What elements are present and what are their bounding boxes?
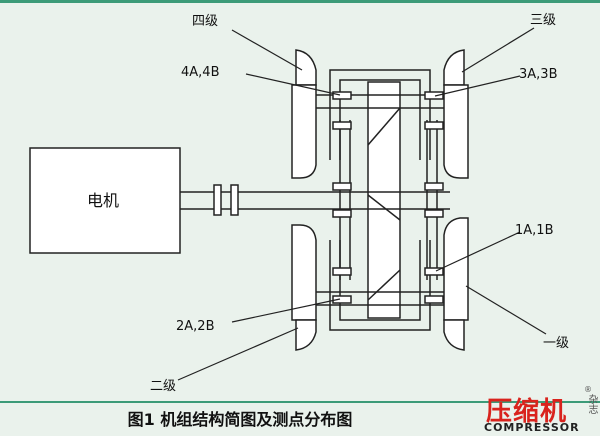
motor-body (29, 147, 181, 254)
bearing-4 (332, 91, 352, 100)
leader-stage4 (231, 29, 303, 71)
volute-stage4 (295, 49, 317, 86)
volute-stage1 (443, 319, 465, 351)
volute-stage2-body (291, 224, 317, 321)
bull-gear-helix-1 (367, 107, 401, 146)
leader-points-1 (435, 231, 521, 272)
leader-points-2 (231, 298, 341, 323)
label-points-3: 3A,3B (519, 67, 558, 82)
leader-stage3 (461, 27, 535, 73)
top-rule (0, 0, 600, 3)
volute-stage1-body (443, 217, 469, 321)
bearing-1 (424, 267, 444, 276)
unit-structure-diagram: 四级 4A,4B 三级 3A,3B 1A,1B 2A,2B 一级 二级 电机 (29, 13, 569, 394)
label-points-2: 2A,2B (176, 319, 215, 334)
bull-gear-helix-3 (367, 269, 401, 301)
bearing-mid-left-1 (332, 182, 352, 191)
gearbox-casing-outer (329, 69, 431, 331)
bearing-3 (424, 91, 444, 100)
label-stage1: 一级 (543, 336, 569, 351)
bearing-2 (332, 295, 352, 304)
volute-stage3 (443, 49, 465, 86)
leader-stage2 (177, 327, 299, 381)
leader-stage1 (465, 285, 547, 335)
label-stage3: 三级 (530, 13, 556, 28)
leader-points-3 (434, 75, 521, 97)
volute-stage4-body (291, 84, 317, 179)
volute-stage3-body (443, 84, 469, 179)
bearing-mid-right-2 (424, 209, 444, 218)
logo-main-text: 压缩机 (486, 397, 568, 427)
coupling-right (230, 184, 239, 216)
bearing-mid-left-2 (332, 209, 352, 218)
label-points-1: 1A,1B (515, 223, 554, 238)
bull-gear (367, 81, 401, 319)
figure-caption: 图1 机组结构简图及测点分布图 (127, 410, 353, 429)
motor-label: 电机 (87, 191, 119, 210)
bearing-upper-right (424, 121, 444, 130)
bottom-rule (0, 401, 600, 403)
bearing-mid-right-1 (424, 182, 444, 191)
label-points-4: 4A,4B (181, 65, 220, 80)
label-stage4: 四级 (192, 14, 218, 29)
leader-points-4 (245, 73, 341, 96)
volute-stage2 (295, 319, 317, 351)
logo-side-text: 杂志 (586, 394, 597, 414)
bearing-lower-right (424, 295, 444, 304)
label-stage2: 二级 (150, 379, 176, 394)
bull-gear-helix-2 (367, 194, 401, 221)
coupling-left (213, 184, 222, 216)
logo-subtitle: COMPRESSOR (484, 421, 580, 434)
bearing-lower-left (332, 267, 352, 276)
bearing-upper-left (332, 121, 352, 130)
logo-registered-mark: ® (584, 385, 592, 394)
compressor-logo: 压缩机 ® 杂志 COMPRESSOR (484, 385, 598, 435)
